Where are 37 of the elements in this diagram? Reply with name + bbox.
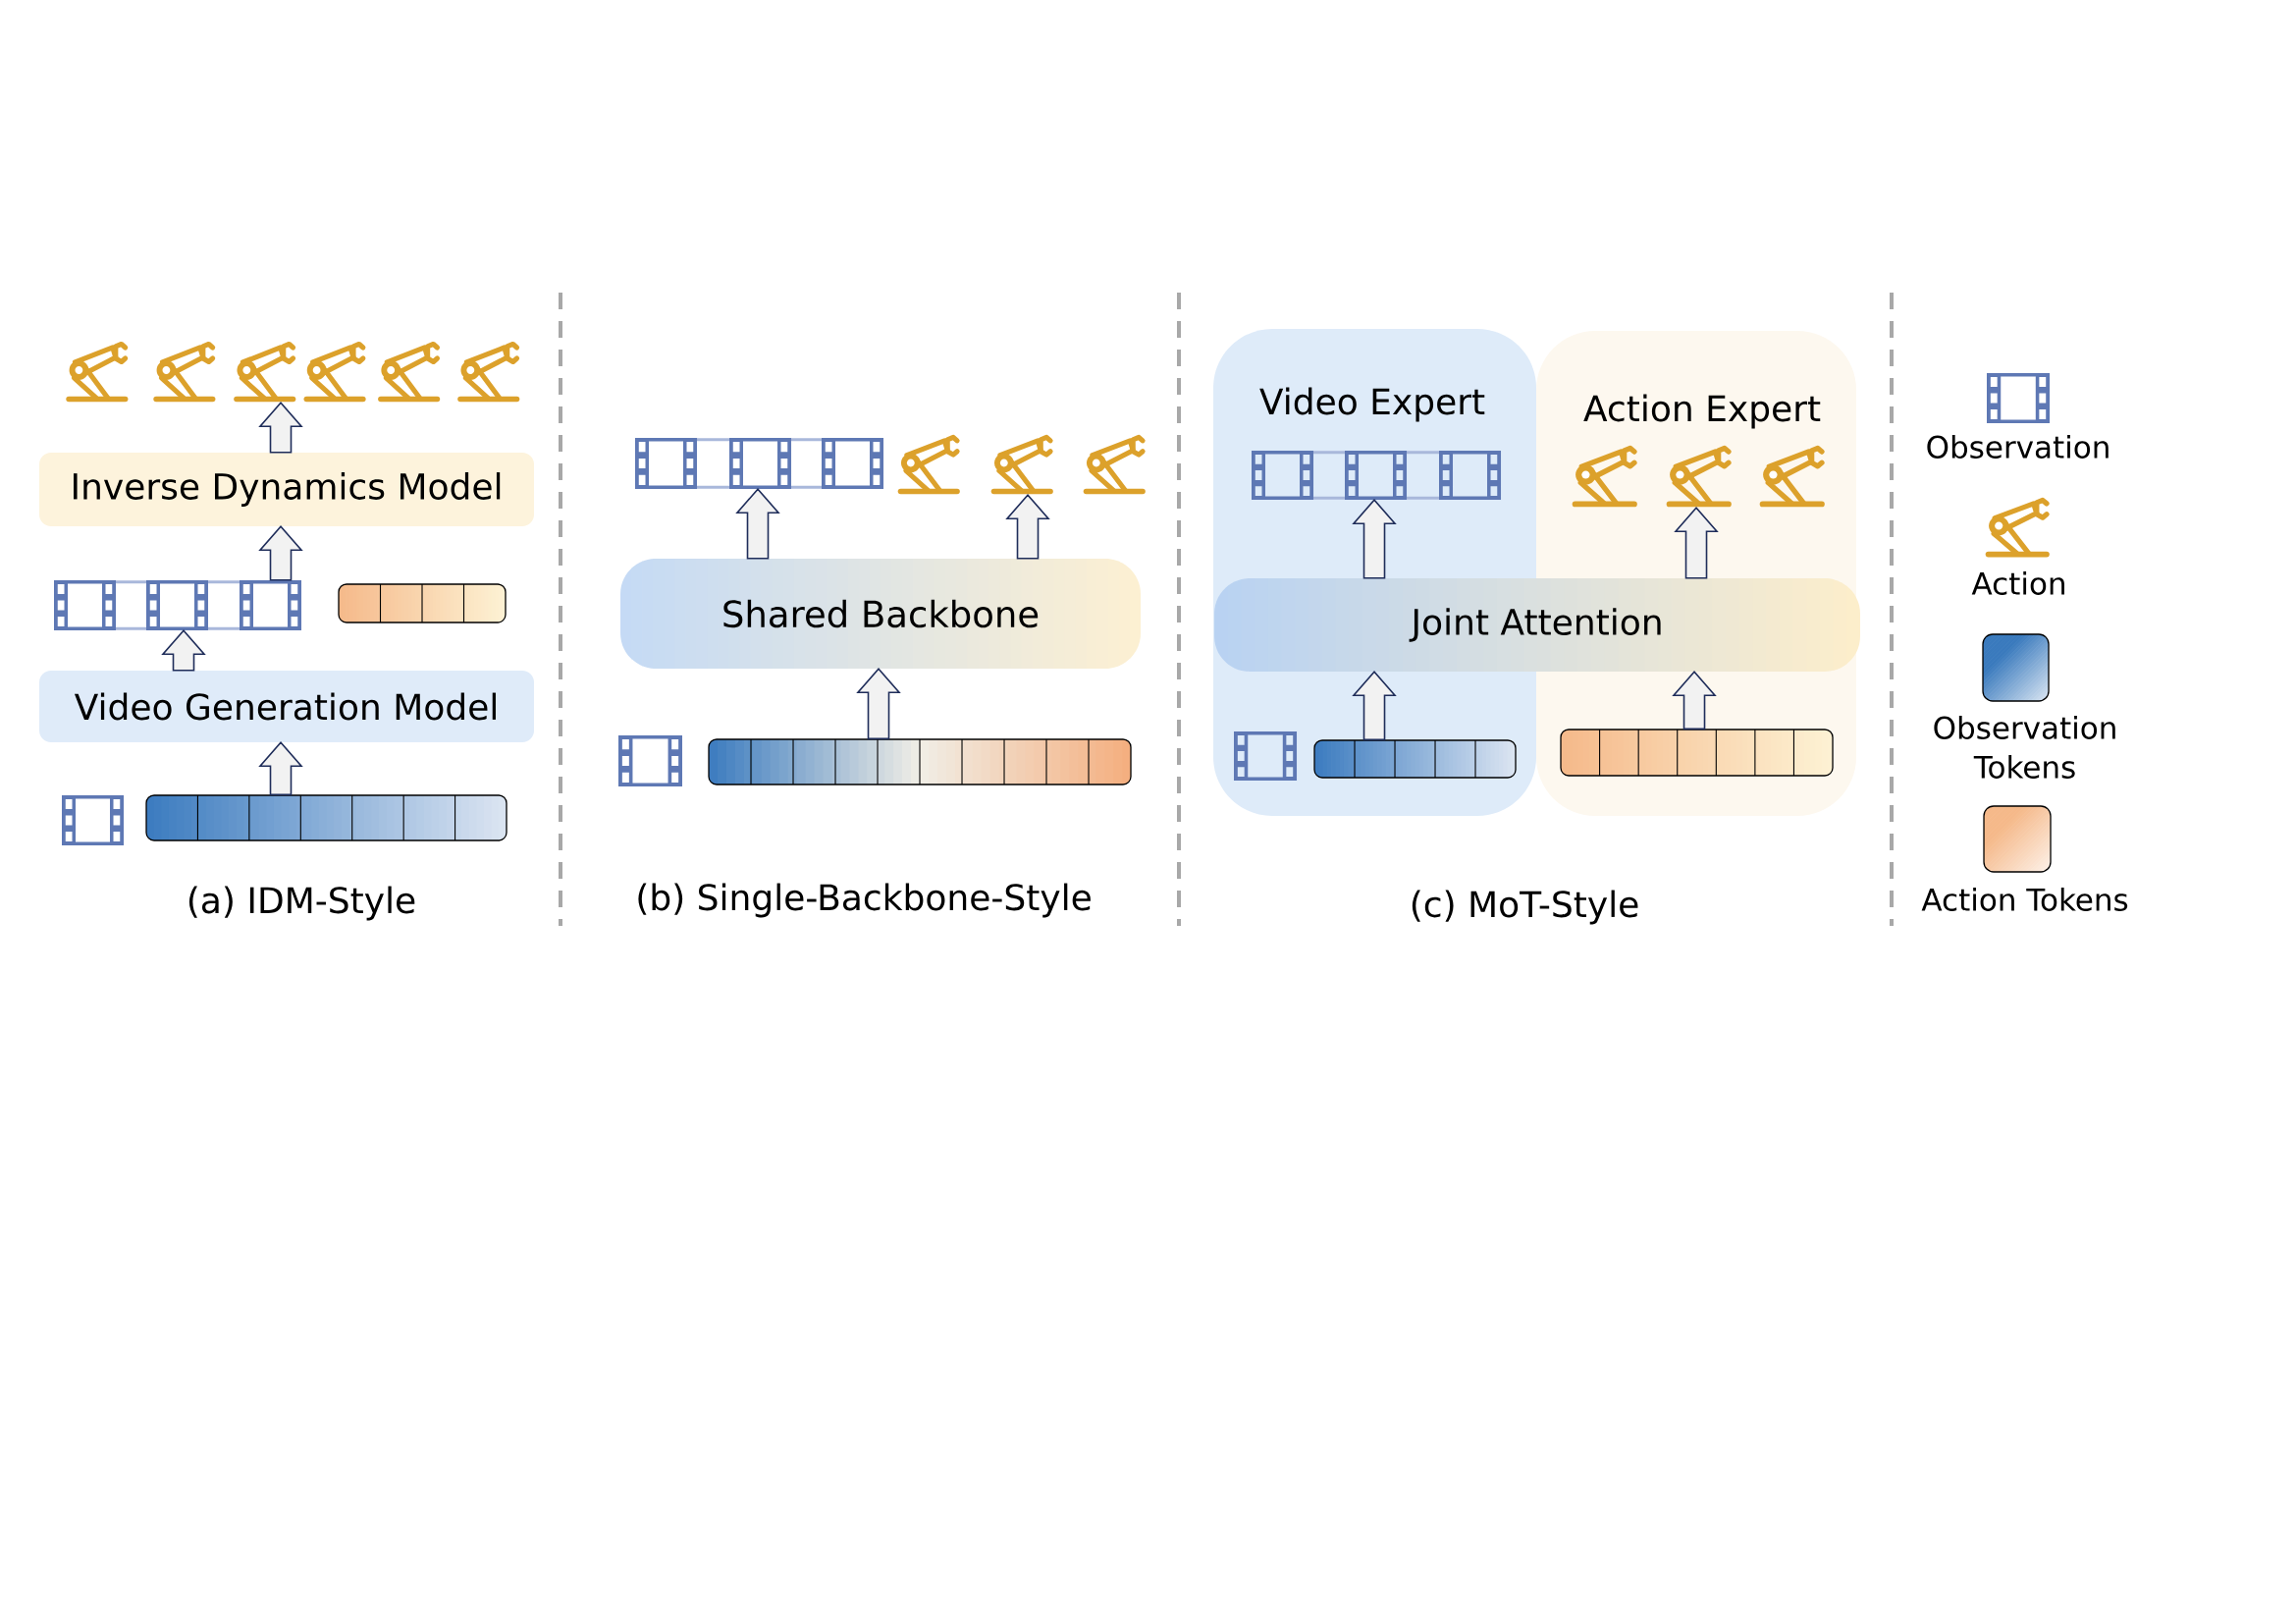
panel-heading: Video Expert — [1259, 387, 1485, 422]
module-box: Video Generation Model — [39, 671, 534, 742]
block-arrow — [856, 667, 901, 740]
node-label: Shared Backbone — [723, 599, 1039, 628]
block-arrow — [1352, 670, 1397, 741]
robot-arm-icon — [234, 341, 296, 403]
node-label: Joint Attention — [1409, 608, 1661, 642]
block-arrow — [161, 628, 206, 672]
block-arrow — [735, 487, 780, 560]
legend-text: Action — [1971, 571, 2064, 595]
token-bar — [338, 583, 507, 623]
token-bar — [708, 738, 1132, 785]
block-arrow — [1352, 498, 1397, 579]
film-strip — [635, 438, 883, 489]
token-bar — [145, 794, 507, 841]
block-arrow — [1674, 506, 1719, 579]
film-strip — [54, 580, 301, 630]
panel-heading: Action Expert — [1583, 394, 1821, 429]
block-arrow — [1672, 670, 1717, 730]
block-arrow — [258, 740, 303, 796]
robot-arm-icon — [990, 434, 1053, 495]
module-box: Shared Backbone — [620, 559, 1141, 669]
block-arrow — [1005, 493, 1050, 560]
block-arrow — [258, 524, 303, 581]
legend-text: Action Tokens — [1921, 888, 2128, 911]
module-box: Joint Attention — [1214, 578, 1860, 672]
module-box: Inverse Dynamics Model — [39, 453, 534, 526]
legend-text: Observation — [1927, 435, 2109, 459]
token-bar — [1313, 739, 1517, 779]
film-strip — [1252, 450, 1501, 500]
legend-text: Observation Tokens — [1934, 716, 2115, 779]
robot-arm-icon — [1666, 445, 1732, 508]
caption: (c) MoT-Style — [1412, 890, 1638, 925]
caption: (b) Single-Backbone-Style — [638, 883, 1091, 918]
block-arrow — [258, 401, 303, 454]
token-bar — [1560, 729, 1834, 777]
caption: (a) IDM-Style — [188, 886, 415, 921]
